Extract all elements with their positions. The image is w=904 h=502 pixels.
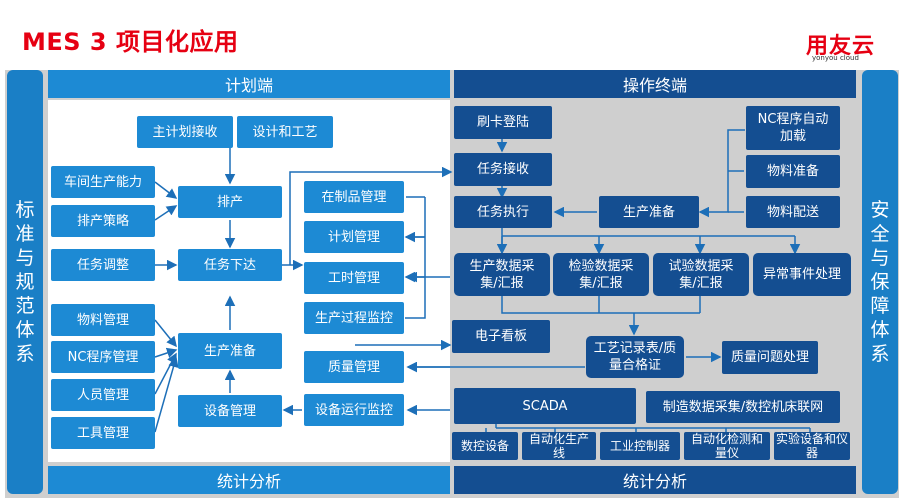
box-equipment-monitor: 设备运行监控 <box>304 394 404 426</box>
box-task-receive: 任务接收 <box>454 153 552 186</box>
auto-inspection-label: 自动化检测和量仪 <box>690 432 763 460</box>
box-plan-mgmt: 计划管理 <box>304 221 404 253</box>
box-production-prep-plan: 生产准备 <box>178 333 282 369</box>
box-workshop-capacity: 车间生产能力 <box>51 166 155 198</box>
exception-label: 异常事件处理 <box>762 267 841 282</box>
box-cnc-equipment: 数控设备 <box>452 432 518 460</box>
box-nc-auto-load: NC程序自动加载 <box>746 106 840 150</box>
box-scheduling: 排产 <box>178 186 282 218</box>
box-process-monitor: 生产过程监控 <box>304 302 404 334</box>
box-quality-mgmt: 质量管理 <box>304 351 404 383</box>
box-process-record: 工艺记录表/质量合格证 <box>586 336 684 378</box>
box-nc-program-mgmt: NC程序管理 <box>51 341 155 373</box>
box-material-prep: 物料准备 <box>746 155 840 188</box>
left-sidebar-standards: 标准与规范体系 <box>7 70 43 494</box>
box-scheduling-strategy: 排产策略 <box>51 205 155 237</box>
box-lab-equipment: 实验设备和仪器 <box>774 432 850 460</box>
box-test-data-collect: 试验数据采集/汇报 <box>653 253 749 296</box>
box-task-execute: 任务执行 <box>454 196 552 228</box>
right-sidebar-security: 安全与保障体系 <box>862 70 898 494</box>
operation-section-header: 操作终端 <box>454 70 856 98</box>
box-tool-mgmt: 工具管理 <box>51 417 155 449</box>
box-quality-issue: 质量问题处理 <box>722 341 818 374</box>
prod-data-label: 生产数据采集/汇报 <box>469 258 535 291</box>
inspection-data-label: 检验数据采集/汇报 <box>568 258 634 291</box>
box-work-hour-mgmt: 工时管理 <box>304 262 404 294</box>
plan-section-header: 计划端 <box>48 70 450 98</box>
box-exception-handling: 异常事件处理 <box>753 253 851 296</box>
nc-auto-load-label: NC程序自动加载 <box>757 112 829 144</box>
box-auto-line: 自动化生产线 <box>522 432 596 460</box>
box-task-dispatch: 任务下达 <box>178 249 282 281</box>
brand-logo: 用友云 <box>806 34 876 59</box>
box-electronic-board: 电子看板 <box>452 320 550 353</box>
box-design-process: 设计和工艺 <box>237 116 333 148</box>
box-personnel-mgmt: 人员管理 <box>51 379 155 411</box>
box-equipment-mgmt: 设备管理 <box>178 395 282 427</box>
auto-line-label: 自动化生产线 <box>528 432 589 460</box>
operation-footer-statistics: 统计分析 <box>454 466 856 494</box>
box-wip-mgmt: 在制品管理 <box>304 181 404 213</box>
box-task-adjust: 任务调整 <box>51 249 155 281</box>
box-prod-data-collect: 生产数据采集/汇报 <box>454 253 550 296</box>
box-mdc: 制造数据采集/数控机床联网 <box>646 391 840 423</box>
plan-footer-statistics: 统计分析 <box>48 466 450 494</box>
box-auto-inspection: 自动化检测和量仪 <box>684 432 770 460</box>
process-record-label: 工艺记录表/质量合格证 <box>593 341 677 373</box>
box-industrial-controller: 工业控制器 <box>600 432 680 460</box>
brand-logo-subtitle: yonyou cloud <box>812 54 859 62</box>
box-card-login: 刷卡登陆 <box>454 106 552 139</box>
box-material-mgmt: 物料管理 <box>51 304 155 336</box>
box-scada: SCADA <box>454 388 636 424</box>
test-data-label: 试验数据采集/汇报 <box>668 258 734 291</box>
box-production-prep-op: 生产准备 <box>599 196 699 228</box>
cnc-label: 数控设备 <box>460 439 509 453</box>
lab-equipment-label: 实验设备和仪器 <box>776 432 849 460</box>
box-material-delivery: 物料配送 <box>746 196 840 228</box>
right-sidebar-label: 安全与保障体系 <box>870 199 890 365</box>
box-inspection-data-collect: 检验数据采集/汇报 <box>553 253 649 296</box>
box-master-plan-receive: 主计划接收 <box>137 116 233 148</box>
left-sidebar-label: 标准与规范体系 <box>15 199 35 365</box>
page-title: MES 3 项目化应用 <box>22 28 239 56</box>
